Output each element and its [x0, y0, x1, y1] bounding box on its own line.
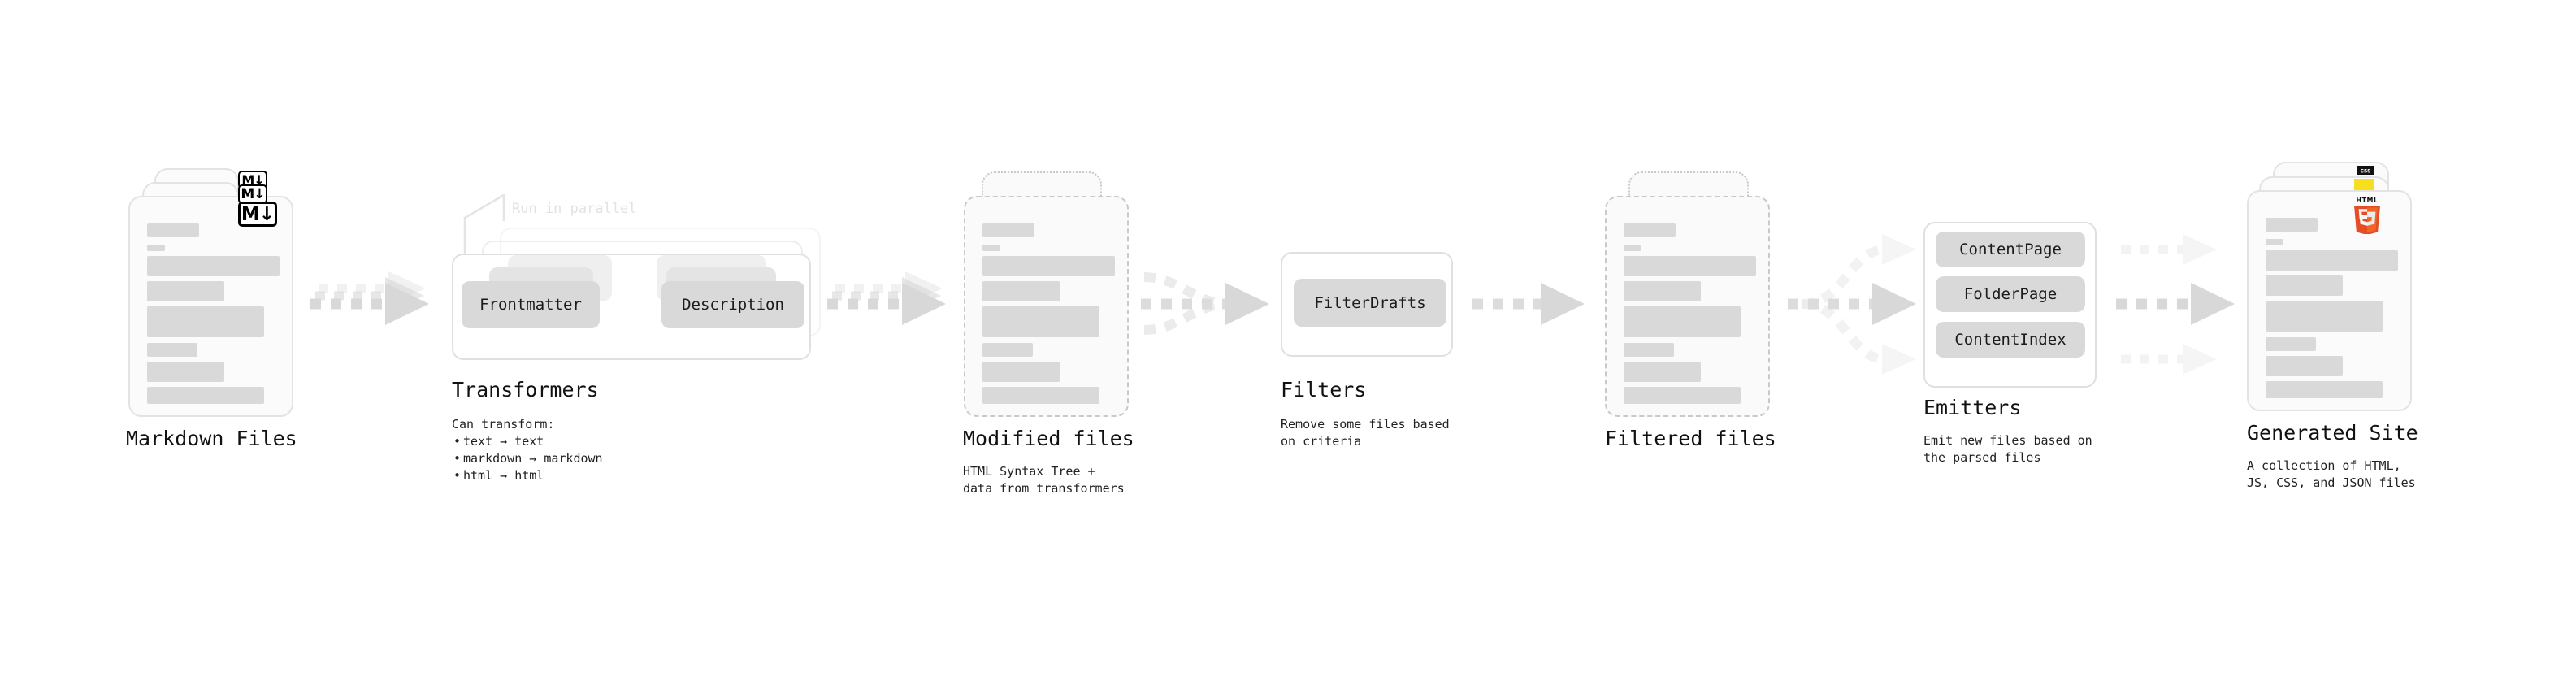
skeleton-line — [2266, 239, 2283, 245]
markdown-file-card-front — [128, 196, 293, 417]
transformers-bullet-item: markdown → markdown — [453, 450, 603, 467]
markdown-icon: M↓ — [238, 202, 277, 227]
skeleton-line — [147, 362, 224, 382]
skeleton-line — [2266, 275, 2343, 296]
skeleton-line — [1624, 281, 1701, 301]
transformers-caption-lead: Can transform: — [452, 417, 555, 432]
arrow-modified-to-filters — [1141, 272, 1269, 335]
generated-site-caption: A collection of HTML, JS, CSS, and JSON … — [2247, 458, 2416, 490]
skeleton-line — [982, 281, 1060, 301]
filters-caption: Remove some files based on criteria — [1281, 417, 1450, 449]
skeleton-line — [1624, 245, 1641, 251]
skeleton-line — [147, 343, 197, 357]
modified-file-card-front — [964, 196, 1129, 417]
skeleton-line — [147, 223, 199, 237]
markdown-files-title: Markdown Files — [126, 427, 297, 450]
arrow-filtered-to-emitters — [1788, 234, 1916, 375]
skeleton-line — [147, 256, 280, 276]
frontmatter-chip[interactable]: Frontmatter — [462, 281, 600, 328]
skeleton-line — [147, 306, 264, 337]
skeleton-line — [2266, 301, 2383, 332]
skeleton-line — [1624, 387, 1741, 404]
svg-text:CSS: CSS — [2361, 169, 2371, 175]
skeleton-line — [982, 387, 1099, 404]
skeleton-line — [982, 245, 1000, 251]
arrow-markdown-to-transformers — [310, 271, 429, 325]
skeleton-line — [147, 281, 224, 301]
skeleton-line — [982, 362, 1060, 382]
skeleton-line — [1624, 223, 1676, 237]
skeleton-line — [982, 256, 1115, 276]
run-in-parallel-note: Run in parallel — [512, 201, 637, 217]
skeleton-line — [1624, 343, 1674, 357]
skeleton-line — [2266, 337, 2316, 351]
contentpage-chip[interactable]: ContentPage — [1936, 232, 2085, 267]
transformers-caption: Can transform: text → text markdown → ma… — [452, 416, 603, 484]
skeleton-line — [1624, 362, 1701, 382]
arrow-filters-to-filtered — [1472, 283, 1585, 325]
skeleton-line — [2266, 356, 2343, 376]
skeleton-line — [147, 245, 165, 251]
modified-files-title: Modified files — [963, 427, 1134, 450]
skeleton-line — [2266, 250, 2398, 271]
skeleton-line — [1624, 306, 1741, 337]
generated-file-card-front — [2247, 190, 2412, 411]
transformers-title: Transformers — [452, 378, 599, 401]
filterdrafts-chip[interactable]: FilterDrafts — [1294, 279, 1446, 327]
skeleton-line — [982, 306, 1099, 337]
transformers-bullet-list: text → text markdown → markdown html → h… — [452, 433, 603, 484]
skeleton-line — [982, 343, 1033, 357]
contentindex-chip[interactable]: ContentIndex — [1936, 322, 2085, 358]
skeleton-line — [147, 387, 264, 404]
transformers-bullet-item: html → html — [453, 467, 603, 484]
html5-icon: HTML — [2351, 195, 2383, 235]
filtered-files-title: Filtered files — [1605, 427, 1776, 450]
skeleton-line — [982, 223, 1034, 237]
skeleton-line — [2266, 218, 2318, 232]
emitters-title: Emitters — [1923, 396, 2022, 419]
description-chip[interactable]: Description — [661, 281, 804, 328]
generated-site-title: Generated Site — [2247, 421, 2418, 445]
arrow-emitters-to-site — [2116, 234, 2235, 375]
transformers-bullet-item: text → text — [453, 433, 603, 450]
modified-files-caption: HTML Syntax Tree + data from transformer… — [963, 464, 1125, 496]
arrow-transformers-to-modified — [827, 271, 946, 325]
skeleton-line — [2266, 381, 2383, 398]
skeleton-line — [1624, 256, 1756, 276]
markdown-icon-back2: M↓ — [238, 171, 267, 189]
folderpage-chip[interactable]: FolderPage — [1936, 276, 2085, 312]
filtered-file-card-front — [1605, 196, 1770, 417]
filters-title: Filters — [1281, 378, 1367, 401]
svg-text:HTML: HTML — [2356, 197, 2378, 204]
emitters-caption: Emit new files based on the parsed files — [1923, 433, 2092, 465]
